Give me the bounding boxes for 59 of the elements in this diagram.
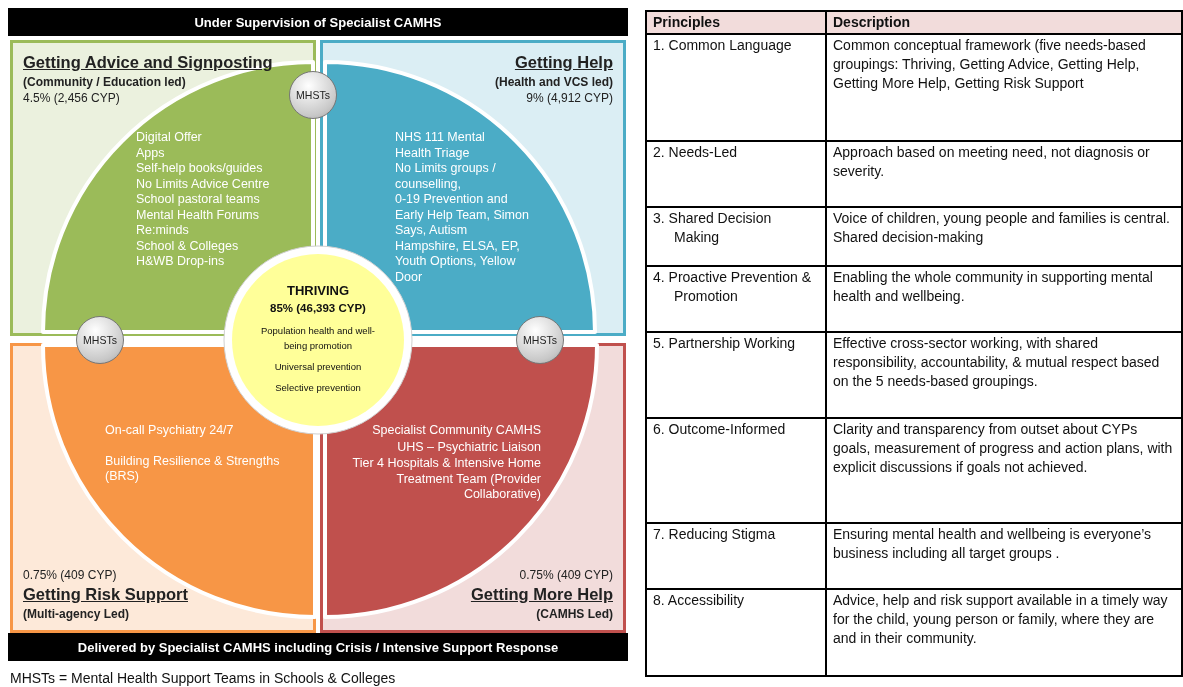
column-header: Principles: [646, 11, 826, 34]
circle-label: MHSTs: [296, 89, 330, 101]
service-item: Mental Health Forums: [136, 207, 260, 223]
principle-name: 8. Accessibility: [646, 588, 826, 676]
principle-description: Advice, help and risk support available in a timely way for the child, young person or family, where they are and in their community.: [826, 588, 1182, 676]
percentage-label: 9% (4,912 CYP): [526, 91, 613, 105]
quadrant-heading: Getting Help: [514, 53, 613, 72]
quadrant-heading: Getting Advice and Signposting: [23, 53, 273, 72]
percentage-label: 0.75% (409 CYP): [519, 568, 613, 582]
principle-description: Effective cross-sector working, with shared responsibility, accountability, & mutual respect based on the 5 needs-based groupings.: [826, 331, 1182, 418]
service-item: UHS – Psychiatric Liaison: [396, 439, 541, 455]
band-heading: Under Supervision of Specialist CAMHS: [194, 14, 442, 30]
lead-note: (Community / Education led): [23, 75, 186, 89]
prevention-item: Population health and well-being promotion: [259, 323, 377, 353]
service-item: Specialist Community CAMHS: [371, 423, 541, 439]
prevention-item: Universal prevention: [274, 359, 362, 374]
service-item: School & Colleges: [136, 238, 240, 254]
percentage-label: 85% (46,393 CYP): [270, 301, 366, 314]
principle-name: 1. Common Language: [646, 33, 826, 141]
principle-name: 7. Reducing Stigma: [646, 522, 826, 589]
service-item: 0-19 Prevention and Early Help Team, Simon Says, Autism Hampshire, ELSA, EP, Youth Options, Yellow Door: [395, 192, 530, 285]
service-item: No Limits groups / counselling,: [395, 161, 497, 192]
service-item: Building Resilience & Strengths (BRS): [105, 453, 280, 485]
principle-name: 2. Needs-Led: [646, 140, 826, 207]
principle-description: Common conceptual framework (five needs-based groupings: Thriving, Getting Advice, Getting Help, Getting More Help, Getting Risk Support: [826, 33, 1182, 141]
title-band: [8, 633, 628, 661]
principle-name: 4. Proactive Prevention & Promotion: [646, 265, 826, 332]
lead-note: (Health and VCS led): [495, 75, 613, 89]
principle-description: Ensuring mental health and wellbeing is everyone’s business including all target groups .: [826, 522, 1182, 589]
prevention-item: Selective prevention: [275, 380, 361, 395]
service-item: No Limits Advice Centre: [136, 176, 271, 192]
title-band: [8, 8, 628, 36]
band-heading: Delivered by Specialist CAMHS including Crisis / Intensive Support Response: [77, 639, 559, 655]
service-item: Tier 4 Hospitals & Intensive Home Treatment Team (Provider Collaborative): [351, 456, 541, 503]
principle-description: Enabling the whole community in supporting mental health and wellbeing.: [826, 265, 1182, 332]
service-item: Re:minds: [136, 223, 190, 239]
lead-note: (CAMHS Led): [536, 607, 613, 621]
principle-name: 6. Outcome-Informed: [646, 417, 826, 523]
lead-note: (Multi-agency Led): [23, 607, 129, 621]
percentage-label: 0.75% (409 CYP): [23, 568, 117, 582]
service-item: NHS 111 Mental Health Triage: [395, 130, 486, 161]
service-item: Apps: [136, 145, 166, 161]
principle-name: 5. Partnership Working: [646, 331, 826, 418]
quadrant-heading: Getting Risk Support: [23, 585, 188, 604]
service-item: Digital Offer: [136, 130, 203, 146]
principle-description: Approach based on meeting need, not diagnosis or severity.: [826, 140, 1182, 207]
thriving-heading: THRIVING: [286, 282, 350, 298]
service-item: Self-help books/guides: [136, 161, 264, 177]
circle-label: MHSTs: [523, 334, 557, 346]
service-item: School pastoral teams: [136, 192, 261, 208]
circle-label: MHSTs: [83, 334, 117, 346]
quadrant-heading: Getting More Help: [470, 585, 613, 604]
principle-name: 3. Shared Decision Making: [646, 206, 826, 266]
principle-description: Voice of children, young people and families is central. Shared decision-making: [826, 206, 1182, 266]
column-header: Description: [826, 11, 1182, 34]
percentage-label: 4.5% (2,456 CYP): [23, 91, 120, 105]
principle-description: Clarity and transparency from outset about CYPs goals, measurement of progress and action plans, with explicit discussions if goals not achieved.: [826, 417, 1182, 523]
service-item: On-call Psychiatry 24/7: [105, 423, 235, 439]
service-item: H&WB Drop-ins: [136, 254, 226, 270]
